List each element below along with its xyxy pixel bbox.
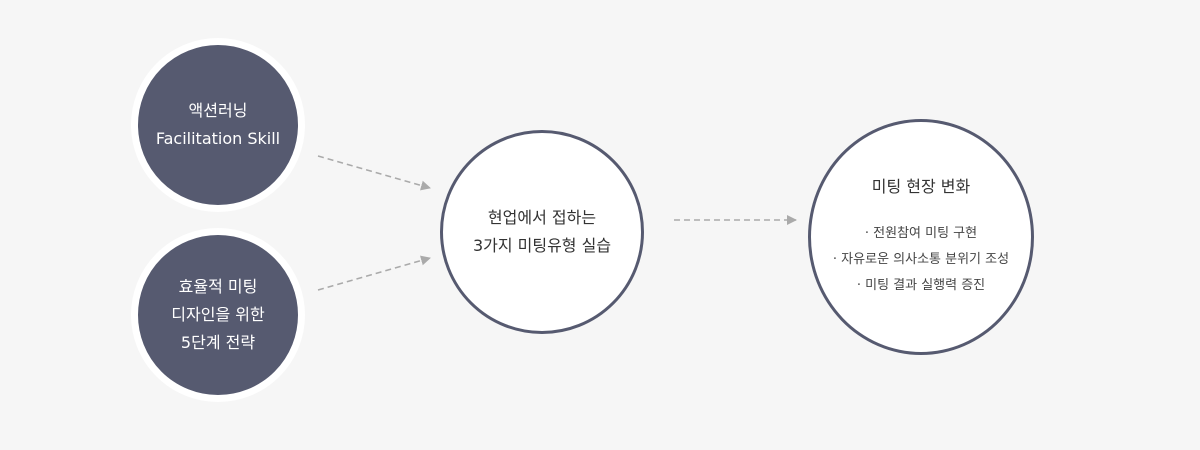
arrow-action-to-practice (317, 155, 431, 191)
node-meeting-change: 미팅 현장 변화 · 전원참여 미팅 구현 · 자유로운 의사소통 분위기 조성… (808, 119, 1034, 355)
node-practice-line-2: 3가지 미팅유형 실습 (472, 236, 612, 255)
node-action-learning: 액션러닝 Facilitation Skill (131, 38, 305, 212)
node-meeting-change-title: 미팅 현장 변화 (871, 177, 971, 196)
node-efficient-meeting-line-1: 효율적 미팅 (178, 277, 258, 296)
node-practice-line-1: 현업에서 접하는 (487, 208, 597, 227)
node-meeting-change-item-1: · 전원참여 미팅 구현 (864, 226, 978, 241)
arrow-meeting-to-practice (317, 255, 431, 291)
node-action-learning-line-1: 액션러닝 (188, 101, 248, 120)
node-practice: 현업에서 접하는 3가지 미팅유형 실습 (440, 130, 644, 334)
node-efficient-meeting: 효율적 미팅 디자인을 위한 5단계 전략 (131, 228, 305, 402)
node-meeting-change-item-2: · 자유로운 의사소통 분위기 조성 (832, 252, 1010, 267)
node-efficient-meeting-line-2: 디자인을 위한 (171, 305, 265, 324)
node-action-learning-line-2: Facilitation Skill (155, 129, 281, 148)
node-efficient-meeting-line-3: 5단계 전략 (180, 333, 256, 352)
node-meeting-change-item-3: · 미팅 결과 실행력 증진 (856, 278, 986, 293)
